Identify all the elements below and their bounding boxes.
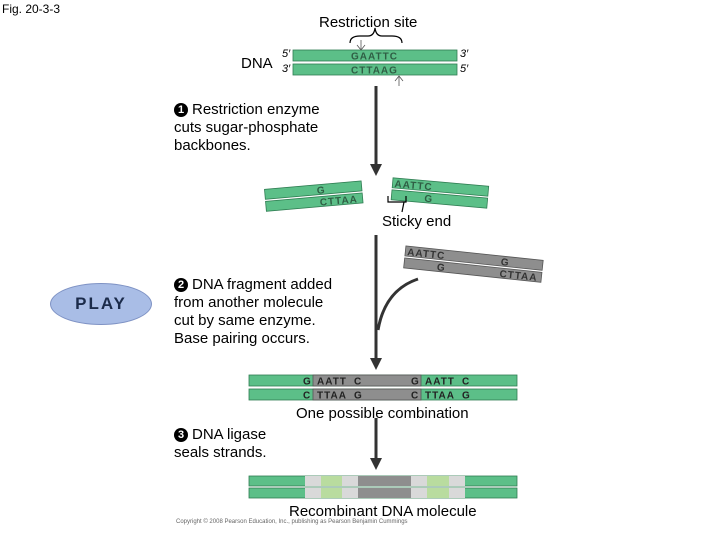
fragment-bottom-right-seq: CTTAA [499,269,538,284]
svg-text:AATT: AATT [425,377,455,388]
cut-left-top-seq: G [316,185,325,197]
fragment-bottom-left-seq: G [436,262,445,274]
recombinant-molecule [248,475,518,499]
arrow-step-1 [370,86,382,176]
combination-label: One possible combination [296,405,469,422]
svg-text:C: C [303,391,310,402]
svg-text:AATT: AATT [317,377,347,388]
cut-right-fragment: AATTC G [390,177,490,209]
cut-right-top-seq: AATTC [394,179,433,193]
cut-left-bottom-seq: CTTAA [319,194,358,208]
recombinant-label: Recombinant DNA molecule [289,503,477,520]
svg-text:C: C [411,391,418,402]
svg-text:G: G [462,391,470,402]
foreign-fragment: AATTC G G CTTAA [403,245,544,284]
site-top-seq: GAATTC [351,52,398,63]
fragment-top-left-seq: AATTC [407,247,446,262]
restriction-site-label: Restriction site [319,14,418,31]
sticky-end-label: Sticky end [382,213,452,230]
original-dna: GAATTC CTTAAG [292,27,458,86]
five-prime-right: 5′ [460,63,469,75]
svg-text:TTAA: TTAA [317,391,347,402]
cut-left-fragment: G CTTAA [264,180,364,212]
five-prime-left: 5′ [282,48,291,60]
arrow-step-3 [370,418,382,470]
svg-text:G: G [411,377,419,388]
svg-text:C: C [462,377,469,388]
step-1-number: 1 [174,103,188,117]
combined-molecule: G AATT C G AATT C C TTAA G C TTAA G [248,374,518,402]
restriction-site-brace [349,27,403,44]
arrow-step-2 [370,235,419,370]
svg-text:TTAA: TTAA [425,391,455,402]
svg-text:G: G [354,391,362,402]
step-3-number: 3 [174,428,188,442]
figure-label: Fig. 20-3-3 [2,2,61,16]
three-prime-left: 3′ [282,63,291,75]
fragment-top-right-seq: G [500,257,509,269]
svg-text:G: G [303,377,311,388]
svg-text:C: C [354,377,361,388]
cut-right-bottom-seq: G [424,194,433,206]
site-bottom-seq: CTTAAG [351,66,398,77]
step-2-number: 2 [174,278,188,292]
play-button[interactable]: PLAY [50,283,152,325]
three-prime-right: 3′ [460,48,469,60]
dna-label: DNA [241,55,273,72]
copyright: Copyright © 2008 Pearson Education, Inc.… [176,519,408,525]
sticky-end-bracket [387,196,407,203]
